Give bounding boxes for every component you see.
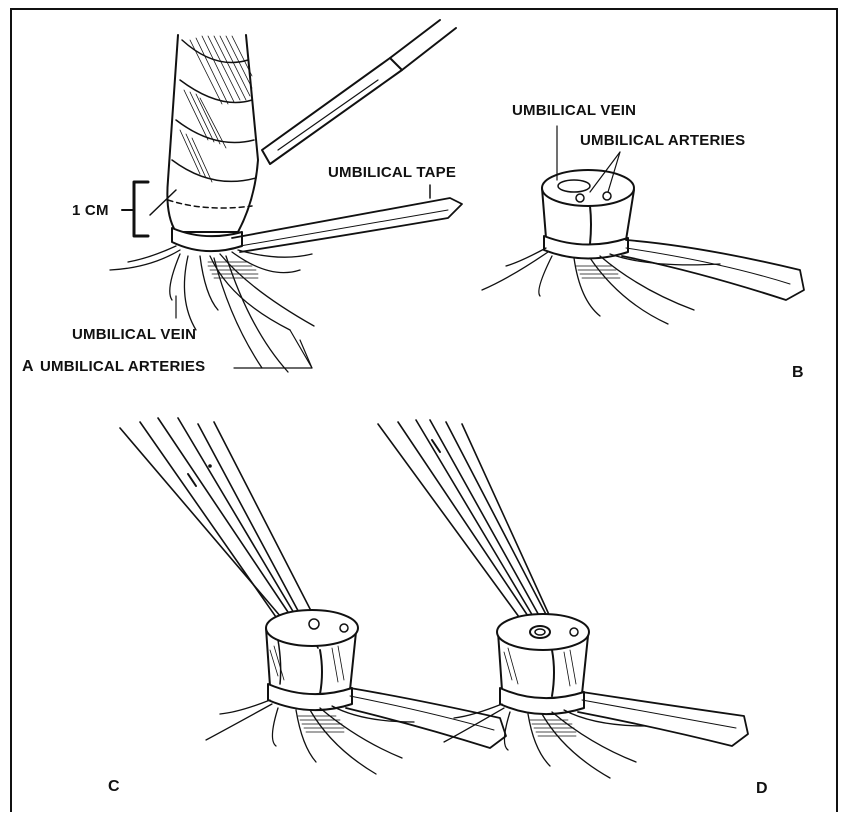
umbilical-tape-label: UMBILICAL TAPE	[328, 164, 456, 181]
panel-label-d: D	[756, 780, 768, 798]
panel-label-a: A	[22, 358, 34, 376]
panel-b-drawing	[482, 126, 804, 324]
one-cm-label: 1 CM	[72, 202, 109, 219]
panel-c-drawing	[120, 418, 506, 774]
panel-d-drawing	[378, 420, 748, 778]
panel-a-drawing	[110, 20, 462, 372]
panel-label-b: B	[792, 364, 804, 382]
umbilical-vein-label-a: UMBILICAL VEIN	[72, 326, 196, 343]
umbilical-arteries-label-b: UMBILICAL ARTERIES	[580, 132, 745, 149]
umbilical-arteries-label-a: UMBILICAL ARTERIES	[40, 358, 205, 375]
panel-label-c: C	[108, 778, 120, 796]
umbilical-vein-label-b: UMBILICAL VEIN	[512, 102, 636, 119]
